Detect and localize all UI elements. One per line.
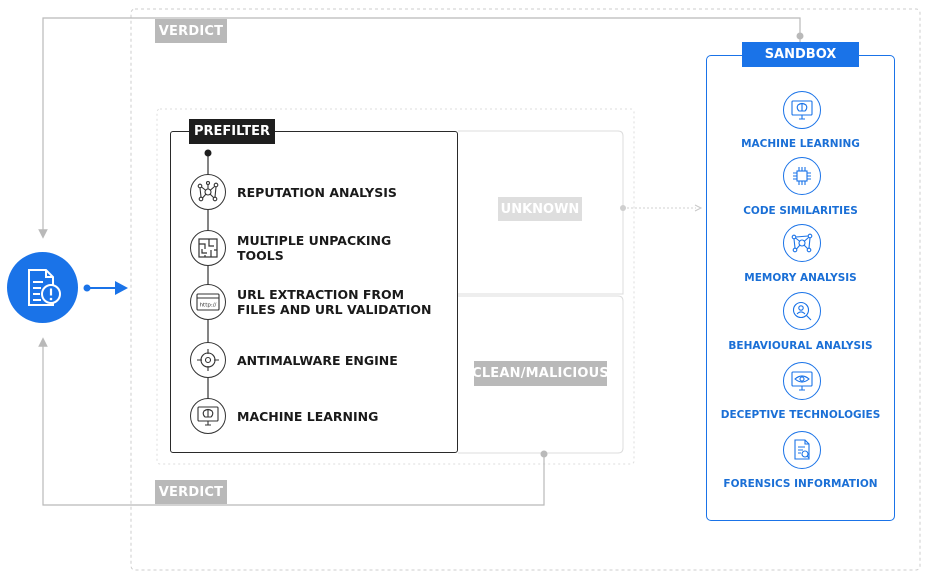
prefilter-label: MULTIPLE UNPACKING TOOLS [237, 233, 392, 263]
sandbox-label-ml: MACHINE LEARNING [741, 138, 860, 150]
outer-frame [130, 8, 921, 571]
prefilter-item-ml: MACHINE LEARNING [190, 398, 437, 434]
unknown-label: UNKNOWN [498, 197, 582, 221]
prefilter-label: REPUTATION ANALYSIS [237, 184, 397, 200]
target-icon [190, 342, 226, 378]
sandbox-label-forensics: FORENSICS INFORMATION [723, 478, 878, 490]
chip-icon [783, 157, 821, 195]
document-search-icon [783, 431, 821, 469]
document-alert-icon [27, 268, 61, 306]
prefilter-item-reputation: REPUTATION ANALYSIS [190, 174, 437, 210]
sandbox-label-behaviour: BEHAVIOURAL ANALYSIS [728, 340, 873, 352]
bottom-verdict-line [38, 337, 545, 506]
inner-frame [156, 108, 635, 465]
svg-text:http://: http:// [200, 303, 217, 309]
prefilter-box [170, 131, 458, 453]
input-file-node [7, 252, 78, 323]
monitor-eye-icon [783, 362, 821, 400]
prefilter-title: PREFILTER [189, 119, 275, 144]
sandbox-label-code: CODE SIMILARITIES [743, 205, 858, 217]
network-icon [783, 224, 821, 262]
prefilter-label: URL EXTRACTION FROM FILES AND URL VALIDA… [237, 287, 432, 317]
sandbox-label-deceptive: DECEPTIVE TECHNOLOGIES [720, 409, 881, 421]
clean-malicious-label: CLEAN/MALICIOUS [472, 361, 609, 386]
browser-http-icon: http:// [190, 284, 226, 320]
magnifier-user-icon [783, 292, 821, 330]
maze-icon [190, 230, 226, 266]
sandbox-label-memory: MEMORY ANALYSIS [744, 272, 857, 284]
verdict-label-bottom: VERDICT [155, 480, 227, 504]
prefilter-label: ANTIMALWARE ENGINE [237, 352, 398, 368]
verdict-label-top: VERDICT [155, 19, 227, 43]
prefilter-item-unpacking: MULTIPLE UNPACKING TOOLS [190, 230, 437, 266]
monitor-brain-icon [190, 398, 226, 434]
monitor-brain-icon [783, 91, 821, 129]
prefilter-item-antimalware: ANTIMALWARE ENGINE [190, 342, 437, 378]
prefilter-item-url: http:// URL EXTRACTION FROM FILES AND UR… [190, 284, 437, 320]
prefilter-label: MACHINE LEARNING [237, 408, 379, 424]
sandbox-title: SANDBOX [742, 42, 859, 67]
unknown-panel [458, 130, 624, 295]
input-arrow [115, 281, 128, 295]
top-verdict-line [38, 17, 801, 239]
clean-panel [458, 295, 624, 454]
network-icon [190, 174, 226, 210]
